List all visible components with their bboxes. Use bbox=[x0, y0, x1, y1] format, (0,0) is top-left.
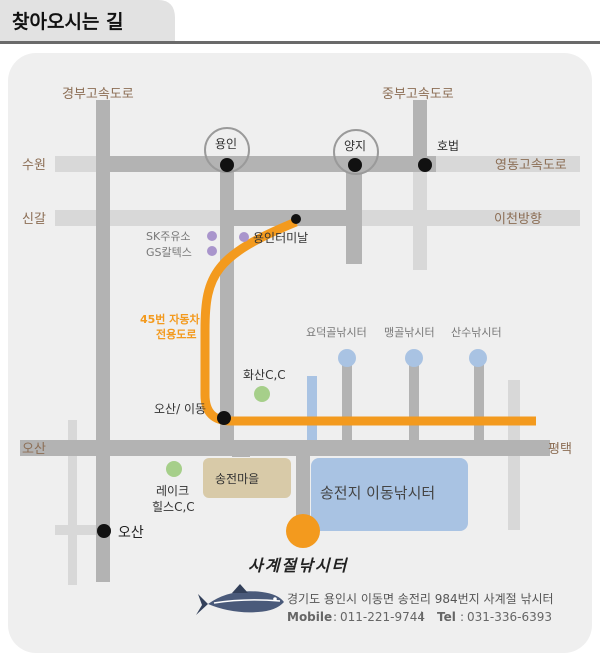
label-osan-left: 오산 bbox=[22, 442, 46, 457]
label-yangji: 양지 bbox=[344, 139, 366, 153]
label-suwon: 수원 bbox=[22, 158, 46, 173]
label-gyeongbu: 경부고속도로 bbox=[62, 87, 134, 102]
lake-hills-cc-marker bbox=[166, 461, 182, 477]
label-yeongdong: 영동고속도로 bbox=[495, 158, 567, 173]
label-yongin-terminal: 용인터미날 bbox=[253, 231, 308, 245]
hobeop-junction-dot bbox=[418, 158, 432, 172]
tel-label: Tel bbox=[437, 610, 456, 624]
yangji-junction-dot bbox=[348, 158, 362, 172]
label-songjeon-village: 송전마을 bbox=[215, 472, 259, 486]
osan-junction-dot bbox=[97, 524, 111, 538]
osan-idong-junction-dot bbox=[217, 411, 231, 425]
label-hwasan-cc: 화산C,C bbox=[243, 368, 286, 382]
label-sk: SK주유소 bbox=[146, 230, 191, 243]
footer-address: 경기도 용인시 이동면 송전리 984번지 사계절 낚시터 bbox=[287, 592, 554, 606]
label-singal: 신갈 bbox=[22, 212, 46, 227]
sansu-marker bbox=[469, 349, 487, 367]
label-lake-hills-1: 레이크 bbox=[156, 484, 189, 498]
stream bbox=[307, 376, 317, 456]
label-icheon: 이천방향 bbox=[494, 212, 542, 227]
sk-station-marker bbox=[207, 231, 217, 241]
label-hobeop: 호법 bbox=[437, 139, 459, 153]
hwasan-cc-marker bbox=[254, 386, 270, 402]
label-pyeongtaek: 평택 bbox=[548, 442, 572, 457]
label-lake-hills-2: 힐스C,C bbox=[152, 500, 195, 514]
mobile-number: 011-221-9744 bbox=[340, 610, 425, 624]
yodeokgol-marker bbox=[338, 349, 356, 367]
fish-logo bbox=[196, 584, 284, 615]
header-tab: 찾아오시는 길 bbox=[0, 0, 175, 42]
label-osan-bottom: 오산 bbox=[118, 525, 144, 541]
mobile-label: Mobile bbox=[287, 610, 332, 624]
label-songjeonji: 송전지 이동낚시터 bbox=[320, 484, 435, 502]
gs-station-marker bbox=[207, 246, 217, 256]
yongin-terminal-marker bbox=[239, 232, 249, 242]
songjeonji-reservoir bbox=[311, 458, 468, 531]
destination-title: 사계절낚시터 bbox=[248, 556, 349, 575]
yangji-interchange-ring bbox=[333, 129, 379, 175]
yongin-junction-dot bbox=[220, 158, 234, 172]
label-jungbu: 중부고속도로 bbox=[382, 87, 454, 102]
page-title: 찾아오시는 길 bbox=[12, 11, 124, 33]
label-sansu: 산수낚시터 bbox=[451, 326, 502, 339]
svg-text::: : bbox=[333, 610, 337, 624]
header-rule bbox=[0, 41, 600, 44]
tel-number: 031-336-6393 bbox=[467, 610, 552, 624]
label-yodeokgol: 요덕골낚시터 bbox=[306, 326, 367, 339]
label-maenggol: 맹골낚시터 bbox=[384, 326, 435, 339]
label-osan-idong: 오산/ 이동 bbox=[154, 402, 206, 416]
footer-separator: l bbox=[420, 610, 423, 624]
label-yongin: 용인 bbox=[215, 137, 237, 151]
route-start-dot bbox=[291, 214, 301, 224]
destination-marker bbox=[286, 514, 320, 548]
maenggol-marker bbox=[405, 349, 423, 367]
route-label-line1: 45번 자동차 bbox=[140, 312, 200, 326]
svg-text::: : bbox=[460, 610, 464, 624]
label-gs: GS칼텍스 bbox=[146, 246, 192, 259]
songjeon-village-box bbox=[203, 458, 291, 498]
route-label-line2: 전용도로 bbox=[156, 327, 196, 341]
